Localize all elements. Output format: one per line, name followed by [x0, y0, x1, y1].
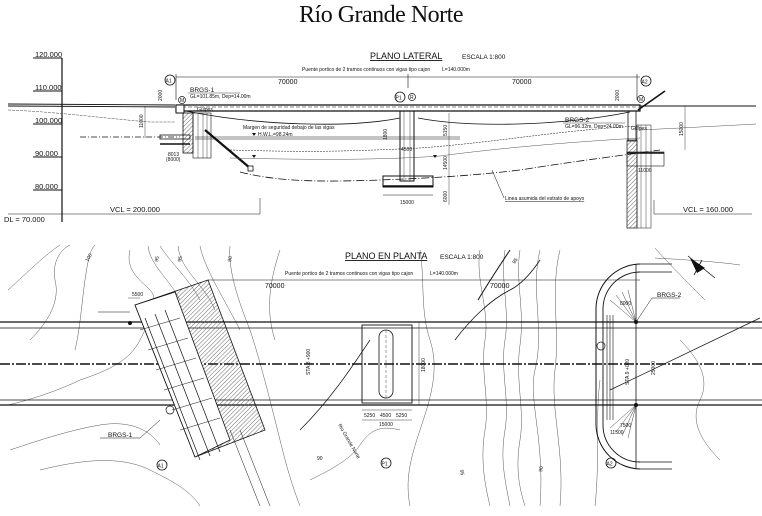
plan-scale: ESCALA 1:800 — [440, 254, 484, 261]
lateral-support-a1: A1 — [166, 79, 172, 85]
plan-description: Puente portico de 2 tramos continuos con… — [285, 271, 413, 277]
dim-p1-footing: 15000 — [400, 200, 414, 206]
north-arrow-icon — [687, 255, 716, 279]
water-level-label: H.W.L.=98.24m — [258, 132, 293, 138]
dim-a2-base: 11000 — [638, 168, 652, 174]
dim-plan-a2-width: 25000 — [651, 361, 657, 375]
dim-plan-p1-seg3: 5250 — [396, 413, 407, 419]
elev-label-110: 110.000 — [35, 83, 62, 92]
dim-p1-top: 5150 — [443, 125, 449, 136]
lateral-plan: 120.000 110.000 100.000 90.000 80.000 DL… — [4, 50, 757, 229]
contour-label-3: 95 — [177, 256, 184, 263]
brgs1-info: GL=101.85m, Dep=14.00m — [190, 94, 251, 100]
dim-plan-a2-r2: 7500 — [620, 423, 631, 429]
dim-plan-a2-r3: 11500 — [610, 430, 624, 436]
dim-a1-base: 8013 — [168, 152, 179, 158]
dim-p1-width: 4500 — [401, 147, 412, 153]
lateral-bearing-m-left: M — [180, 98, 184, 104]
plan-station-8: STA.8 +900 — [306, 349, 312, 375]
plan-brgs2-label: BRGS-2 — [657, 292, 682, 299]
lateral-scale: ESCALA 1:800 — [462, 54, 506, 61]
dim-plan-p1-seg1: 5250 — [364, 413, 375, 419]
contour-lines — [7, 244, 741, 507]
lateral-support-a2: A2 — [642, 80, 648, 86]
lateral-span-1: 70000 — [278, 79, 298, 86]
plan-view: PLANO EN PLANTA ESCALA 1:800 Puente port… — [0, 244, 762, 507]
contour-label-5: 90 — [317, 456, 323, 462]
page-title: Río Grande Norte — [299, 2, 463, 28]
dim-plan-a2-radius: 8000 — [620, 301, 631, 307]
plan-river-label: Rio Grande Norte — [336, 423, 361, 460]
contour-label-6: 95 — [458, 469, 465, 476]
plan-station-9: STA.9 +020 — [625, 359, 631, 385]
brgs2-info: GL=96.32m, Dep=24.00m — [565, 124, 623, 130]
lateral-slope-left: Gulpes — [197, 107, 213, 113]
a2-abutment-plan — [595, 263, 672, 470]
elev-label-100: 100.000 — [35, 116, 62, 125]
brgs1-name: BRGS-1 — [190, 87, 215, 94]
contour-label-1: 100 — [85, 253, 94, 263]
dim-p1-mid: 14500 — [443, 156, 449, 170]
dim-plan-left-offset: 5500 — [132, 292, 143, 298]
lateral-bearing-m-right: M — [639, 97, 643, 103]
bearing-stratum-label: Linea asumida del estrato de apoyo — [505, 196, 584, 202]
dim-a2-height: 2000 — [615, 90, 621, 101]
lateral-support-p1: P1 — [396, 96, 402, 102]
plan-support-a2: A2 — [607, 462, 613, 468]
dim-p1-upper: 1800 — [383, 129, 389, 140]
plan-span-1: 70000 — [265, 283, 285, 290]
plan-length: L=140.000m — [430, 271, 458, 277]
safety-margin-label: Margen de seguridad debajo de las vigas — [243, 125, 335, 131]
plan-brgs1-label: BRGS-1 — [108, 432, 133, 439]
dim-a1-depth: 11000 — [139, 114, 145, 128]
contour-label-4: 90 — [227, 256, 234, 263]
lateral-bearing-r: R — [410, 95, 414, 101]
a1-abutment-plan — [134, 279, 271, 507]
lateral-slope-right: Gulpes — [631, 126, 647, 132]
brgs2-name: BRGS-2 — [565, 117, 590, 124]
dim-plan-p1-seg2: 4500 — [380, 413, 391, 419]
lateral-description: Puente portico de 2 tramos continuos con… — [302, 67, 430, 73]
elev-label-120: 120.000 — [35, 50, 62, 59]
vcl-left-label: VCL = 200.000 — [110, 205, 160, 214]
datum-label: DL = 70.000 — [4, 215, 45, 224]
lateral-span-2: 70000 — [512, 79, 532, 86]
contour-label-7: 90 — [538, 466, 545, 473]
plan-span-2: 70000 — [490, 283, 510, 290]
plan-support-a1: A1 — [158, 464, 164, 470]
elevation-ticks — [33, 57, 62, 191]
dim-a1-base-alt: (8000) — [166, 157, 181, 163]
lateral-length: L=140.000m — [442, 67, 470, 73]
lateral-heading: PLANO LATERAL — [370, 51, 442, 61]
contour-label-8: 95 — [512, 257, 520, 265]
plan-support-p1: P1 — [382, 462, 388, 468]
elev-label-90: 90.000 — [35, 149, 58, 158]
dim-plan-p1-total: 15000 — [379, 422, 393, 428]
elev-label-80: 80.000 — [35, 182, 58, 191]
dim-a2-depth: 15000 — [679, 122, 685, 136]
contour-label-2: 95 — [154, 256, 161, 263]
dim-p1-bot: 6000 — [443, 191, 449, 202]
vcl-right-label: VCL = 160.000 — [683, 205, 733, 214]
dim-plan-p1-width: 18000 — [421, 358, 427, 372]
plan-heading: PLANO EN PLANTA — [345, 251, 427, 261]
dim-a1-height: 2000 — [158, 90, 164, 101]
